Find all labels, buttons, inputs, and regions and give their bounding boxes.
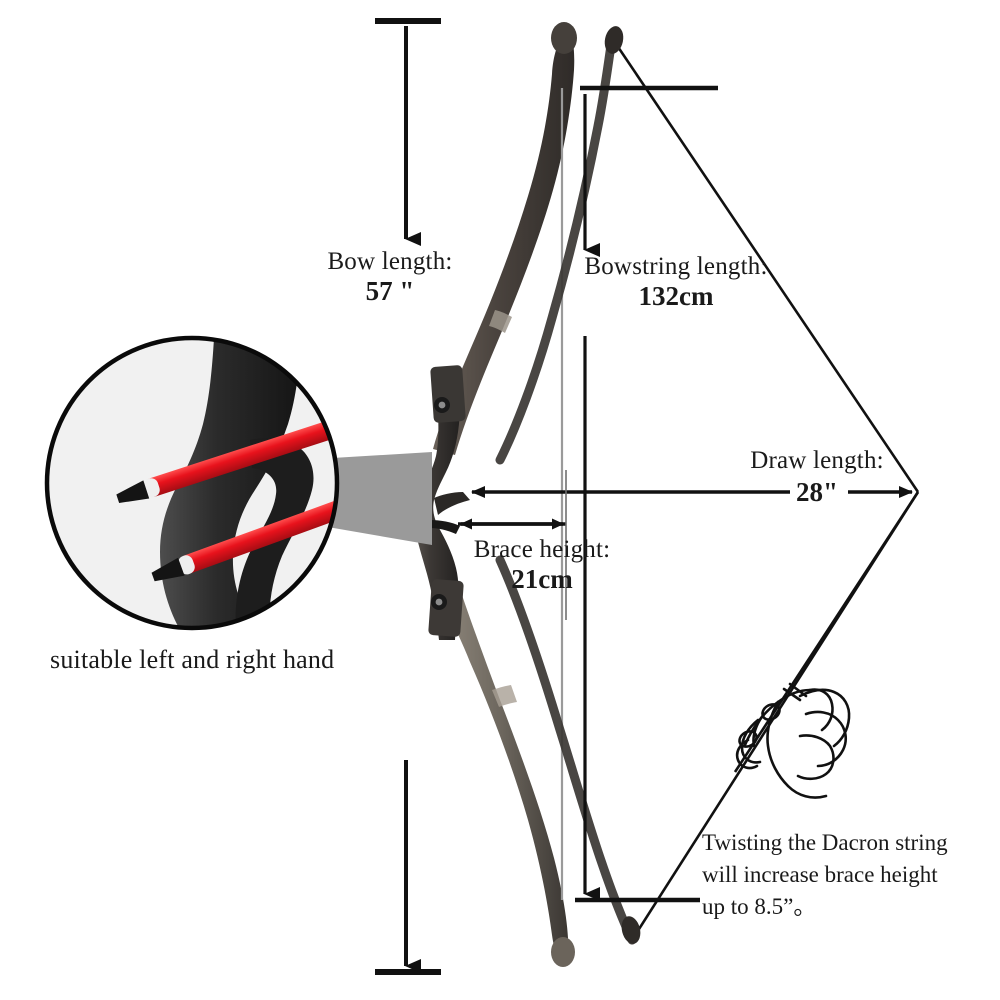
- bow-riser: [414, 368, 460, 640]
- drawn-lower-tip: [621, 916, 641, 944]
- dacron-note-line-3: up to 8.5”。: [702, 894, 817, 919]
- limb-pocket-bottom: [428, 579, 464, 637]
- bowstring-length-dimension: [575, 85, 718, 903]
- brace-height-dimension: [458, 470, 567, 620]
- inset-rod-lower-point: [151, 557, 185, 582]
- bow-illustration: [414, 22, 577, 967]
- inset-red-rod-upper: [143, 421, 336, 497]
- limb-pocket-top: [430, 365, 466, 423]
- inset-red-rod-lower: [178, 497, 337, 574]
- bow-length-dimension: [375, 18, 441, 975]
- riser-grip: [434, 492, 470, 515]
- bow-lower-limb: [433, 574, 568, 962]
- limb-bolt-top-inner: [438, 401, 446, 409]
- draw-length-label: Draw length: 28": [750, 447, 884, 507]
- lower-limb-tip: [551, 937, 575, 967]
- dacron-note-line-2: will increase brace height: [702, 862, 938, 887]
- inset-circle-border: [44, 335, 340, 631]
- inset-photo: [47, 338, 337, 628]
- drawn-upper-tip: [604, 26, 624, 54]
- inset-rod-upper-collar: [143, 478, 160, 498]
- dacron-note: Twisting the Dacron string will increase…: [702, 827, 1000, 923]
- inset-callout: [44, 335, 432, 631]
- drawn-lower-limb-outline: [495, 555, 637, 945]
- upper-limb-joint: [489, 310, 512, 333]
- inset-rod-upper-point: [116, 480, 150, 504]
- hand-string-segment: [733, 491, 920, 773]
- hand-drawing-string-icon: [735, 682, 851, 799]
- dacron-note-line-1: Twisting the Dacron string: [702, 830, 948, 855]
- bowstring-length-label: Bowstring length: 132cm: [584, 253, 768, 311]
- upper-limb-tip: [551, 22, 577, 54]
- drawn-upper-limb-outline: [495, 33, 617, 465]
- limb-bolt-bottom-inner: [435, 598, 443, 606]
- riser-shelf: [430, 520, 460, 534]
- brace-height-label: Brace height: 21cm: [473, 536, 611, 594]
- bow-length-label: Bow length: 57 ": [327, 248, 453, 306]
- drawn-string-upper: [610, 37, 920, 493]
- lower-limb-joint: [492, 685, 517, 707]
- inset-caption: suitable left and right hand: [50, 645, 335, 674]
